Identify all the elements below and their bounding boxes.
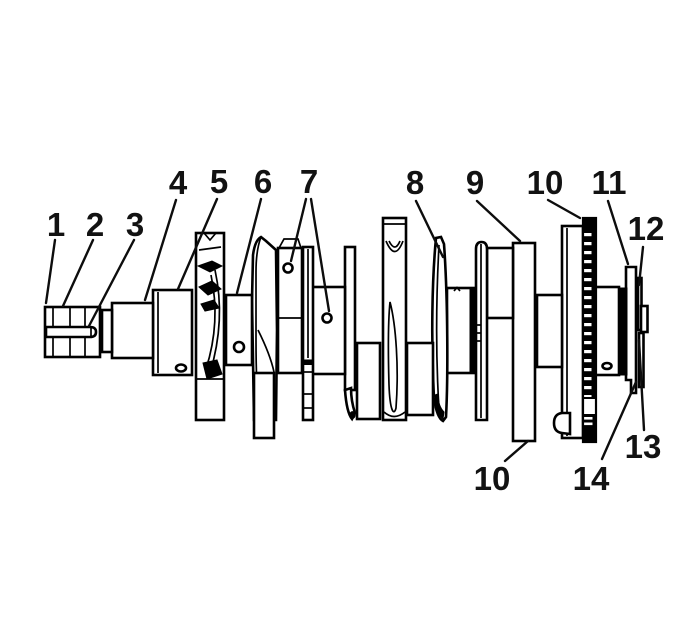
callout-3: 3 bbox=[126, 206, 144, 243]
leader-7b bbox=[309, 197, 331, 313]
front-flange bbox=[151, 288, 194, 377]
thin-web-rear bbox=[343, 245, 357, 422]
thin-web-striped bbox=[301, 245, 315, 422]
main-journal-1 bbox=[224, 293, 254, 367]
callout-13: 13 bbox=[625, 428, 662, 465]
thrust-washer-disc bbox=[474, 240, 489, 422]
rear-flange-hub bbox=[591, 285, 628, 377]
crank-web-blade-front bbox=[250, 235, 279, 440]
leader-9 bbox=[475, 199, 522, 243]
callout-10-top: 10 bbox=[527, 164, 564, 201]
callout-9: 9 bbox=[466, 164, 484, 201]
counterweight-disc bbox=[511, 241, 537, 443]
leader-11 bbox=[606, 199, 630, 266]
crankpin-2 bbox=[355, 341, 382, 421]
leader-5 bbox=[176, 197, 219, 291]
main-journal-2 bbox=[310, 285, 347, 376]
leader-10-top bbox=[546, 198, 582, 220]
leader-14 bbox=[600, 380, 638, 461]
callout-5: 5 bbox=[210, 163, 228, 200]
rear-seal-journal bbox=[535, 293, 564, 369]
leader-1 bbox=[44, 238, 57, 305]
callout-8: 8 bbox=[406, 164, 424, 201]
leader-10-bottom bbox=[503, 439, 530, 463]
leader-4 bbox=[143, 198, 178, 302]
crankpin-3 bbox=[405, 341, 435, 417]
reluctor-ring-gear bbox=[581, 216, 598, 444]
callout-6: 6 bbox=[254, 163, 272, 200]
upper-counterweight bbox=[485, 246, 515, 320]
leader-6 bbox=[235, 197, 263, 295]
pilot-bushing-strips bbox=[636, 276, 649, 389]
callout-10-bottom: 10 bbox=[474, 460, 511, 497]
crankpin-1 bbox=[276, 238, 304, 375]
leader-7a bbox=[289, 197, 308, 263]
callout-1: 1 bbox=[47, 206, 65, 243]
leader-13 bbox=[637, 338, 646, 432]
leader-2 bbox=[61, 238, 95, 308]
callout-12: 12 bbox=[628, 210, 665, 247]
center-web-tower bbox=[381, 216, 408, 422]
leader-3 bbox=[87, 238, 136, 328]
callout-11: 11 bbox=[592, 164, 627, 201]
callout-2: 2 bbox=[86, 206, 104, 243]
callout-4: 4 bbox=[169, 164, 188, 201]
snout-splined-end bbox=[43, 305, 102, 359]
front-web-bearing bbox=[194, 231, 226, 422]
snout-cylinder bbox=[100, 301, 155, 360]
leader-lines bbox=[44, 197, 646, 463]
callout-7: 7 bbox=[300, 163, 318, 200]
callout-14: 14 bbox=[573, 460, 610, 497]
crank-web-blade-rear bbox=[430, 235, 449, 423]
leader-8 bbox=[414, 199, 445, 259]
leader-12 bbox=[637, 245, 645, 287]
rear-main-journal bbox=[445, 286, 477, 375]
